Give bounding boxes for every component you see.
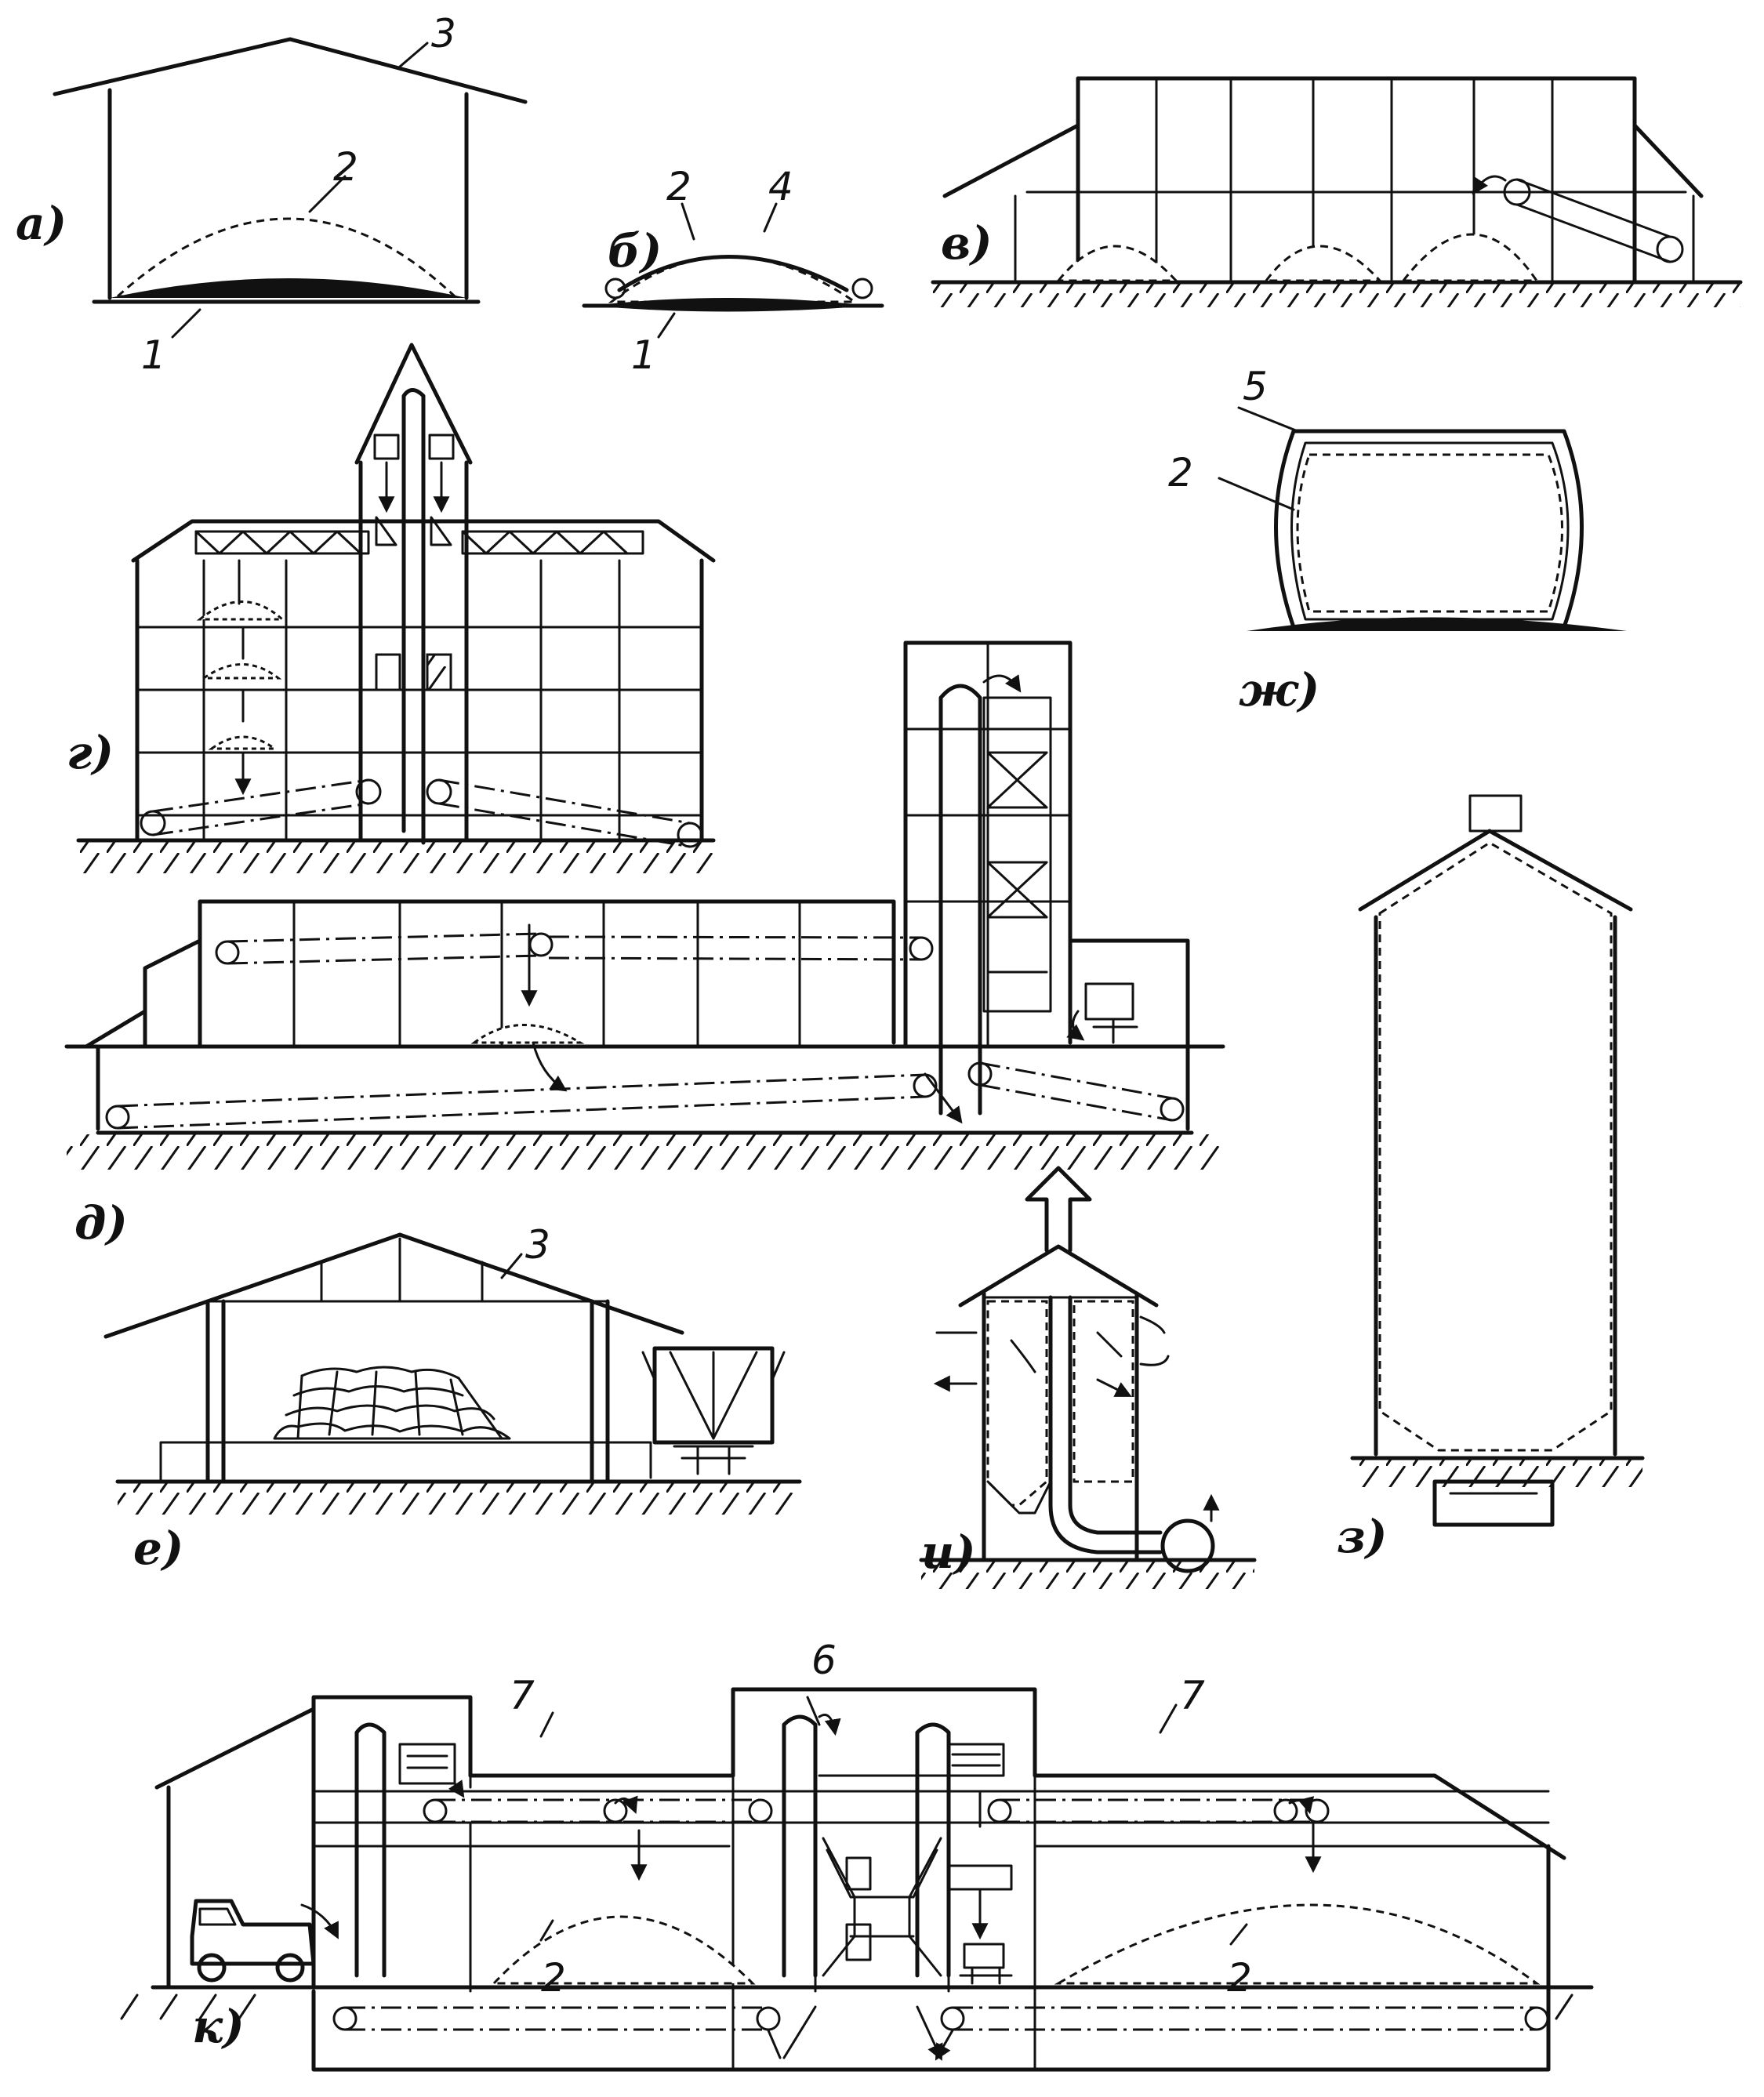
bag-stack	[273, 1366, 511, 1440]
label-a: а)	[16, 197, 67, 250]
panel-e: 3 е)	[103, 1222, 802, 1575]
panel-zh: 5 2 ж)	[1168, 364, 1627, 717]
panel-v: в)	[931, 76, 1743, 307]
callout-2-zh: 2	[1168, 450, 1193, 495]
callout-2-k-left: 2	[541, 1955, 566, 2001]
label-g: г)	[67, 726, 114, 779]
panel-a: а) 3 2 1	[16, 11, 528, 378]
callout-3-e: 3	[525, 1222, 550, 1268]
label-i: и)	[921, 1526, 976, 1579]
label-b: б)	[608, 224, 662, 278]
callout-5: 5	[1243, 364, 1268, 409]
panel-k: 7 6 7 2 2 к)	[120, 1638, 1594, 2070]
callout-2-k-right: 2	[1227, 1955, 1252, 2001]
label-z: з)	[1337, 1510, 1387, 1563]
callout-3: 3	[431, 11, 456, 56]
panel-g: г)	[67, 343, 716, 873]
callout-7-left: 7	[510, 1673, 535, 1718]
callout-2-b: 2	[666, 164, 691, 209]
label-k: к)	[192, 2000, 245, 2053]
panel-i: и)	[919, 1166, 1257, 1589]
callout-4: 4	[768, 164, 793, 209]
label-zh: ж)	[1239, 663, 1319, 717]
label-d: д)	[74, 1196, 128, 1250]
callout-7-right: 7	[1180, 1673, 1205, 1718]
panel-b: б) 2 4 1	[582, 164, 884, 378]
panel-z: з)	[1337, 794, 1645, 1563]
label-v: в)	[941, 216, 993, 270]
callout-6: 6	[811, 1638, 837, 1683]
truck	[190, 1899, 316, 1983]
callout-2: 2	[333, 144, 358, 190]
label-e: е)	[133, 1522, 183, 1575]
callout-1: 1	[141, 332, 166, 378]
panel-d: д)	[64, 640, 1225, 1250]
callout-1-b: 1	[631, 332, 656, 378]
